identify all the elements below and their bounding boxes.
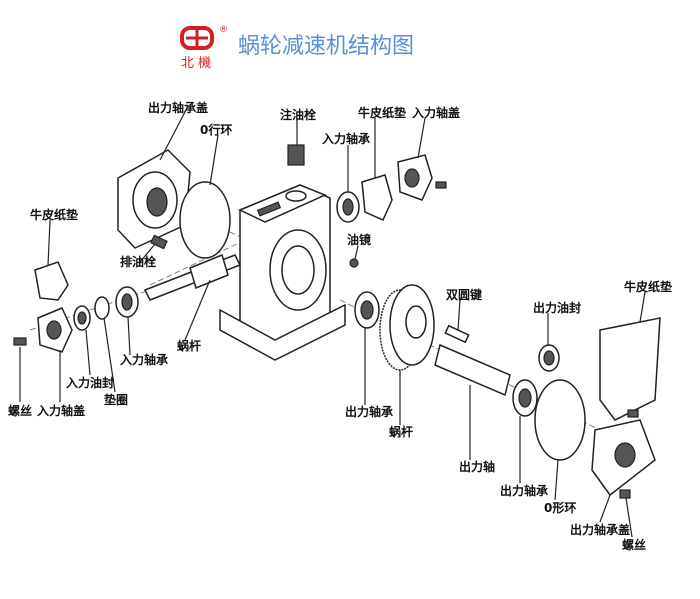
label-output-bearing-cover-bottom: 出力轴承盖 bbox=[570, 522, 630, 537]
input-bearing-bottom bbox=[115, 286, 139, 318]
input-oil-seal bbox=[73, 305, 91, 331]
gearbox-housing bbox=[219, 184, 346, 361]
label-o-ring-top: 0行环 bbox=[200, 122, 232, 137]
washer bbox=[94, 296, 110, 320]
label-output-oil-seal: 出力油封 bbox=[533, 300, 581, 315]
label-worm-wheel: 蜗杆 bbox=[389, 424, 413, 439]
kraft-gasket-left bbox=[34, 261, 69, 301]
label-input-shaft-cover-bottom: 入力轴盖 bbox=[37, 403, 85, 418]
input-shaft-cover-bottom bbox=[37, 307, 73, 353]
oil-filler-plug bbox=[287, 144, 305, 166]
label-o-ring-bottom: 0形环 bbox=[544, 501, 576, 515]
label-input-oil-seal: 入力油封 bbox=[66, 375, 114, 390]
screw-right bbox=[619, 489, 631, 499]
label-kraft-gasket-left: 牛皮纸垫 bbox=[30, 207, 78, 222]
screw-top bbox=[435, 181, 447, 189]
double-round-key bbox=[444, 324, 470, 344]
label-screw-left: 螺丝 bbox=[8, 403, 32, 418]
label-input-bearing-bottom: 入力轴承 bbox=[120, 352, 168, 367]
input-shaft-cover-top bbox=[397, 154, 433, 201]
output-oil-seal bbox=[538, 344, 560, 372]
worm-wheel bbox=[379, 284, 435, 371]
oil-drain-plug bbox=[150, 234, 168, 250]
label-worm: 蜗杆 bbox=[177, 338, 201, 353]
label-screw-right: 螺丝 bbox=[622, 537, 646, 552]
oil-sight-glass bbox=[349, 258, 359, 268]
o-ring-top bbox=[179, 181, 231, 259]
leader-lines bbox=[19, 111, 646, 538]
diagram-title: 蜗轮减速机结构图 bbox=[238, 34, 414, 59]
output-bearing-cover-bottom bbox=[591, 419, 656, 497]
logo-text: 北 機 bbox=[181, 56, 211, 71]
output-bearing-right bbox=[512, 379, 538, 417]
label-kraft-gasket-right: 牛皮纸垫 bbox=[624, 279, 672, 294]
label-input-bearing-top: 入力轴承 bbox=[322, 131, 370, 146]
screw-right-top bbox=[627, 409, 639, 418]
label-washer: 垫圈 bbox=[104, 392, 128, 407]
o-ring-bottom bbox=[534, 379, 586, 461]
label-output-bearing-cover-top: 出力轴承盖 bbox=[148, 100, 208, 115]
screw-left bbox=[13, 337, 27, 346]
output-bearing-cover-top bbox=[117, 149, 191, 249]
registered-mark: ® bbox=[219, 25, 228, 35]
label-double-round-key: 双圆键 bbox=[446, 287, 482, 302]
label-oil-sight-glass: 油镜 bbox=[347, 232, 371, 247]
kraft-gasket-top bbox=[361, 174, 393, 221]
output-bearing-left bbox=[354, 291, 380, 329]
label-output-bearing-right: 出力轴承 bbox=[500, 483, 548, 498]
input-bearing-top bbox=[336, 191, 360, 223]
label-oil-filler-plug: 注油栓 bbox=[280, 107, 316, 122]
label-output-shaft: 出力轴 bbox=[459, 459, 495, 474]
label-oil-drain-plug: 排油栓 bbox=[120, 254, 156, 269]
kraft-gasket-right bbox=[599, 317, 661, 421]
label-input-shaft-cover-top: 入力轴盖 bbox=[412, 105, 460, 120]
output-shaft bbox=[434, 343, 511, 397]
worm-shaft bbox=[143, 253, 242, 301]
brand-logo: ® 北 機 bbox=[180, 25, 228, 71]
label-output-bearing-left: 出力轴承 bbox=[345, 404, 393, 419]
label-kraft-gasket-top: 牛皮纸垫 bbox=[358, 105, 406, 120]
